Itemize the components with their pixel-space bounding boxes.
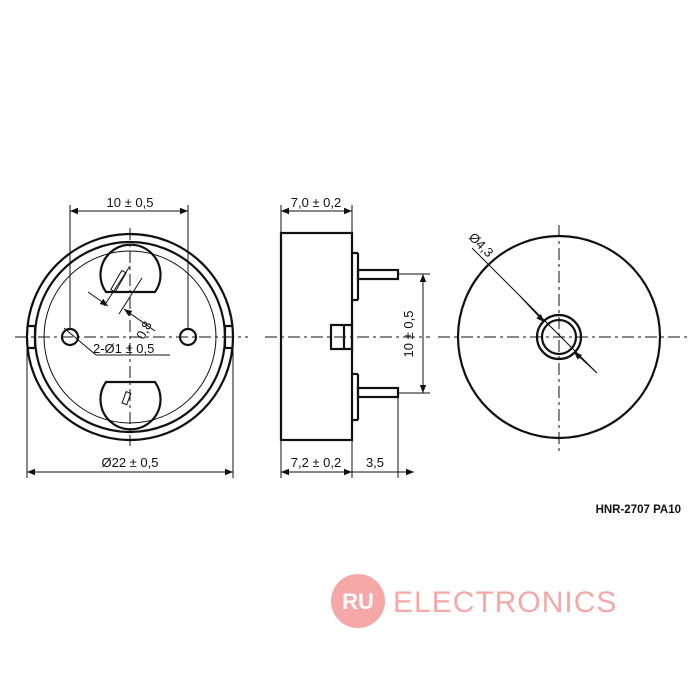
front-offset-arrow-a	[87, 291, 109, 307]
watermark-badge	[331, 574, 385, 628]
front-lower-pad	[99, 380, 162, 431]
side-top-width-label: 7,0 ± 0,2	[291, 195, 342, 210]
front-offset-ext-b	[118, 277, 143, 315]
side-upper-pin	[356, 268, 400, 281]
watermark-word: ELECTRONICS	[393, 586, 617, 619]
front-lower-slot	[121, 391, 132, 406]
part-number: HNR-2707 PA10	[596, 504, 681, 516]
back-hole-diameter-label: Ø4,3	[466, 230, 497, 261]
side-lower-pin	[356, 386, 400, 399]
front-offset-ext-a	[103, 265, 131, 307]
back-view	[438, 225, 690, 452]
side-pin-spacing-label: 10 ± 0,5	[401, 311, 416, 358]
back-hole-leader	[471, 247, 598, 374]
side-dimensions: 7,0 ± 0,2 7,2 ± 0,2 3,5 10 ± 0,5	[280, 195, 430, 478]
watermark-logo: RU ELECTRONICS	[331, 574, 617, 628]
front-view	[15, 228, 248, 446]
front-dimensions: 10 ± 0,5 0,8 2-Ø1 ± 0,5 Ø22 ± 0,5	[26, 195, 234, 478]
front-pin-diameter-label: 2-Ø1 ± 0,5	[93, 341, 154, 356]
front-upper-slot	[110, 269, 127, 293]
front-offset-arrow-b	[123, 308, 156, 332]
front-offset-label: 0,8	[133, 319, 155, 342]
front-width-label: 10 ± 0,5	[107, 195, 154, 210]
front-pin-leader	[63, 327, 97, 356]
front-upper-pad	[99, 243, 162, 294]
side-pin-length-label: 3,5	[366, 455, 384, 470]
watermark-badge-text: RU	[342, 589, 374, 614]
back-hole-arrow-a	[519, 295, 545, 323]
back-hole-arrow-b	[573, 351, 597, 373]
front-outer-diameter-label: Ø22 ± 0,5	[101, 455, 158, 470]
front-left-notch	[27, 324, 37, 350]
side-view	[265, 231, 430, 442]
side-bottom-width-label: 7,2 ± 0,2	[291, 455, 342, 470]
